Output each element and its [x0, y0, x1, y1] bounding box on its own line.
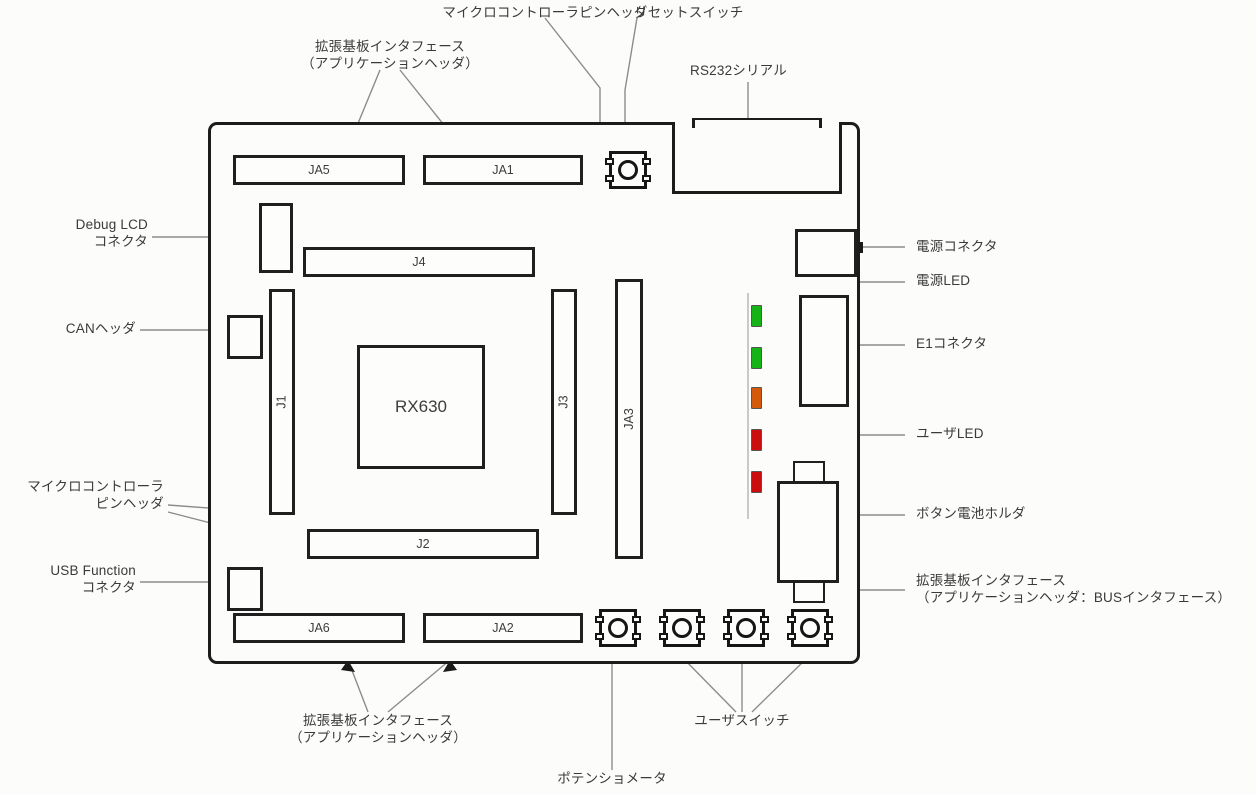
sw2-tab-br [760, 633, 769, 640]
sw3-button-icon [800, 618, 820, 638]
switch-reset-tab-br [642, 175, 651, 182]
connector-j3[interactable]: J3 [551, 289, 577, 515]
mcu-rx630: RX630 [357, 345, 485, 469]
sw2-tab-tr [760, 616, 769, 623]
connector-ja5[interactable]: JA5 [233, 155, 405, 185]
connector-j4-label: J4 [412, 255, 426, 269]
rs232-edge-mask [695, 120, 819, 126]
connector-ja6[interactable]: JA6 [233, 613, 405, 643]
sw1-tab-bl [659, 633, 668, 640]
switch-reset-tab-tl [605, 158, 614, 165]
battery-holder[interactable] [777, 481, 839, 583]
label-mcu-pin-header-top: マイクロコントローラピンヘッダ [442, 5, 648, 20]
switch-user-3[interactable] [787, 609, 833, 647]
battery-holder-tab-top [793, 461, 825, 481]
switch-reset-tab-bl [605, 175, 614, 182]
switch-user-1[interactable] [659, 609, 705, 647]
sw3-tab-tr [824, 616, 833, 623]
potentiometer[interactable] [595, 609, 641, 647]
label-rs232-serial: RS232シリアル [690, 63, 787, 78]
connector-j2[interactable]: J2 [307, 529, 539, 559]
led-power-2 [751, 347, 762, 369]
connector-usb-function[interactable] [227, 567, 263, 611]
sw2-tab-bl [723, 633, 732, 640]
switch-reset-tab-tr [642, 158, 651, 165]
connector-j1[interactable]: J1 [269, 289, 295, 515]
connector-e1[interactable] [799, 295, 849, 407]
sw1-tab-tl [659, 616, 668, 623]
connector-ja6-label: JA6 [308, 621, 330, 635]
connector-ja3-label: JA3 [621, 408, 636, 430]
sw1-tab-tr [696, 616, 705, 623]
connector-j2-label: J2 [416, 537, 430, 551]
pot-tab-br [632, 633, 641, 640]
sw1-tab-br [696, 633, 705, 640]
label-e1-connector: E1コネクタ [916, 336, 988, 351]
label-power-led: 電源LED [916, 273, 971, 288]
connector-ja2[interactable]: JA2 [423, 613, 583, 643]
sw1-button-icon [672, 618, 692, 638]
connector-ja3[interactable]: JA3 [615, 279, 643, 559]
sw2-tab-tl [723, 616, 732, 623]
label-user-switch: ユーザスイッチ [694, 713, 790, 728]
pot-tab-tr [632, 616, 641, 623]
mcu-rx630-label: RX630 [395, 397, 447, 416]
sw3-tab-br [824, 633, 833, 640]
connector-ja1[interactable]: JA1 [423, 155, 583, 185]
led-user-red-1 [751, 429, 762, 451]
label-can-header: CANヘッダ [65, 321, 136, 336]
switch-user-2[interactable] [723, 609, 769, 647]
label-mcu-pin-header-left: マイクロコントローラ ピンヘッダ [27, 479, 164, 511]
pot-tab-tl [595, 616, 604, 623]
label-user-led: ユーザLED [916, 426, 984, 441]
label-expansion-app-header-top: 拡張基板インタフェース （アプリケーションヘッダ） [301, 39, 479, 71]
connector-can-header[interactable] [227, 315, 263, 359]
connector-j1-label: J1 [274, 395, 289, 409]
connector-rs232-body[interactable] [672, 122, 842, 194]
connector-j4[interactable]: J4 [303, 247, 535, 277]
label-expansion-app-bus: 拡張基板インタフェース （アプリケーションヘッダ：BUSインタフェース） [916, 573, 1232, 605]
label-expansion-app-header-bottom: 拡張基板インタフェース （アプリケーションヘッダ） [289, 713, 467, 745]
pot-tab-bl [595, 633, 604, 640]
led-user-orange [751, 387, 762, 409]
board-outline: JA5 JA1 J4 J1 J3 JA3 J2 [208, 122, 860, 664]
label-reset-switch: リセットスイッチ [634, 5, 744, 20]
connector-ja2-label: JA2 [492, 621, 514, 635]
connector-debug-lcd[interactable] [259, 203, 293, 273]
pot-knob-icon [608, 618, 628, 638]
reset-power-icon [618, 160, 638, 180]
label-debug-lcd-connector: Debug LCD コネクタ [75, 217, 148, 249]
sw3-tab-bl [787, 633, 796, 640]
sw2-button-icon [736, 618, 756, 638]
switch-reset[interactable] [605, 151, 651, 189]
led-user-red-2 [751, 471, 762, 493]
connector-j3-label: J3 [556, 395, 571, 409]
label-usb-function-connector: USB Function コネクタ [50, 563, 136, 595]
battery-holder-tab-bottom [793, 583, 825, 603]
label-potentiometer: ポテンショメータ [557, 771, 667, 786]
sw3-tab-tl [787, 616, 796, 623]
connector-ja1-label: JA1 [492, 163, 514, 177]
connector-ja5-label: JA5 [308, 163, 330, 177]
label-battery-holder: ボタン電池ホルダ [916, 506, 1026, 521]
label-power-connector: 電源コネクタ [916, 239, 998, 254]
led-rail [747, 293, 749, 519]
connector-power[interactable] [795, 229, 857, 277]
led-power-1 [751, 305, 762, 327]
